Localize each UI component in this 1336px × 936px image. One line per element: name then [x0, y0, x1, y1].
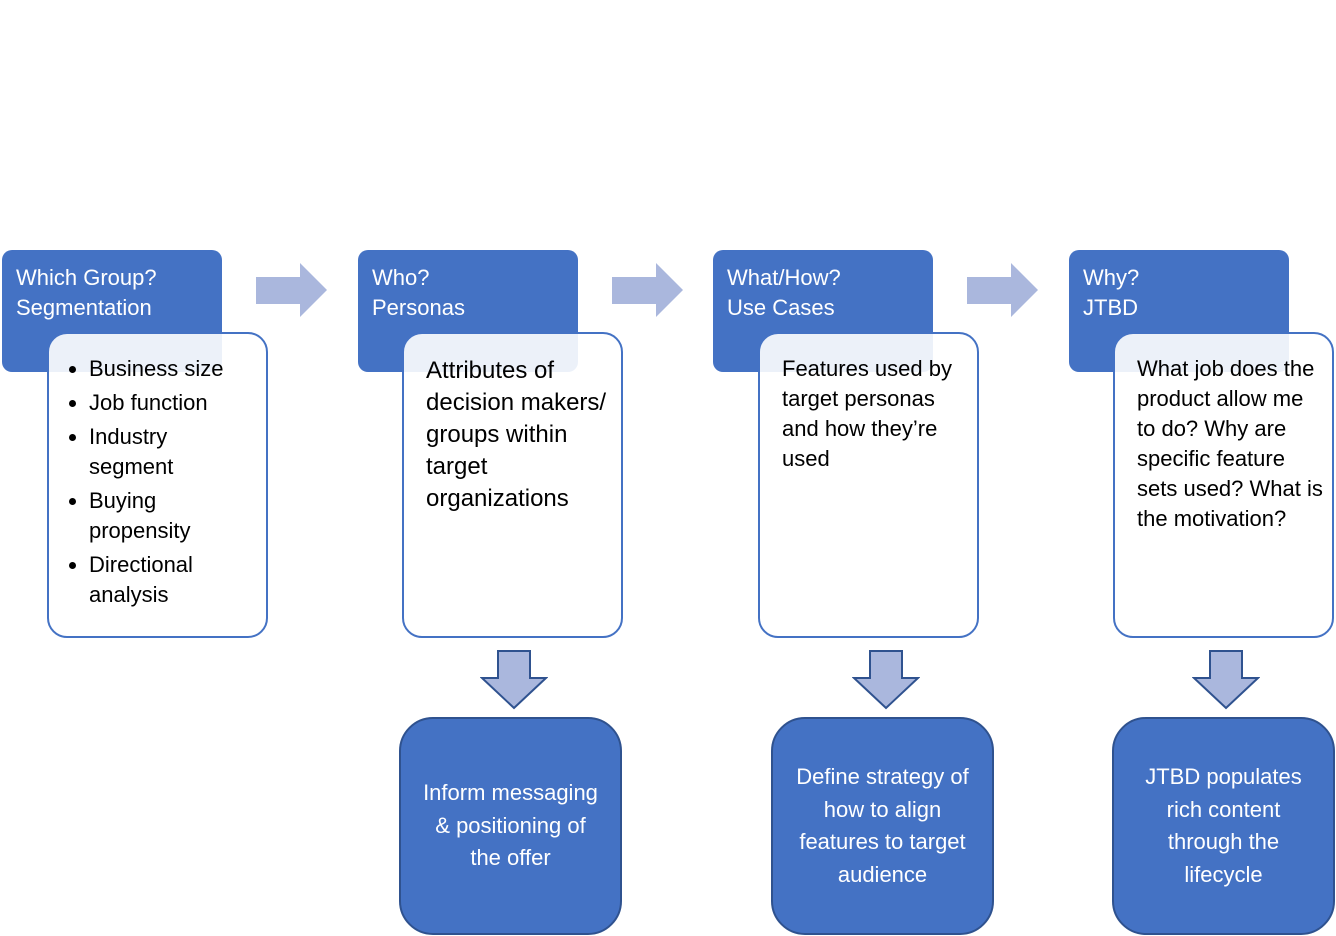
- down-arrow-icon: [1192, 650, 1260, 710]
- bullet-item: Buying propensity: [89, 486, 254, 546]
- down-arrow-icon: [480, 650, 548, 710]
- header-line: Use Cases: [727, 295, 835, 320]
- card-text: Attributes of decision makers/ groups wi…: [426, 357, 607, 512]
- card-text: What job does the product allow me to do…: [1137, 356, 1323, 531]
- header-line: Segmentation: [16, 295, 152, 320]
- right-arrow-icon: [967, 263, 1038, 317]
- header-line: Which Group?: [16, 265, 157, 290]
- header-line: Why?: [1083, 265, 1140, 290]
- use-cases-header: What/How? Use Cases: [713, 250, 933, 372]
- right-arrow-icon: [612, 263, 683, 317]
- bullet-item: Job function: [89, 388, 254, 418]
- bullet-item: Business size: [89, 354, 254, 384]
- jtbd-card: What job does the product allow me to do…: [1113, 332, 1334, 638]
- header-line: Who?: [372, 265, 430, 290]
- bullet-item: Directional analysis: [89, 550, 254, 610]
- right-arrow-icon: [256, 263, 327, 317]
- use-cases-outcome: Define strategy of how to align features…: [771, 717, 994, 935]
- down-arrow-icon: [852, 650, 920, 710]
- jtbd-outcome: JTBD populates rich content through the …: [1112, 717, 1335, 935]
- outcome-text: Define strategy of how to align features…: [796, 764, 969, 887]
- use-cases-card: Features used by target personas and how…: [758, 332, 979, 638]
- header-line: Personas: [372, 295, 465, 320]
- header-line: What/How?: [727, 265, 841, 290]
- segmentation-card: Business size Job function Industry segm…: [47, 332, 268, 638]
- personas-card: Attributes of decision makers/ groups wi…: [402, 332, 623, 638]
- bullet-item: Industry segment: [89, 422, 254, 482]
- outcome-text: Inform messaging & positioning of the of…: [423, 780, 598, 871]
- outcome-text: JTBD populates rich content through the …: [1145, 764, 1302, 887]
- header-line: JTBD: [1083, 295, 1138, 320]
- card-text: Features used by target personas and how…: [782, 356, 952, 471]
- personas-outcome: Inform messaging & positioning of the of…: [399, 717, 622, 935]
